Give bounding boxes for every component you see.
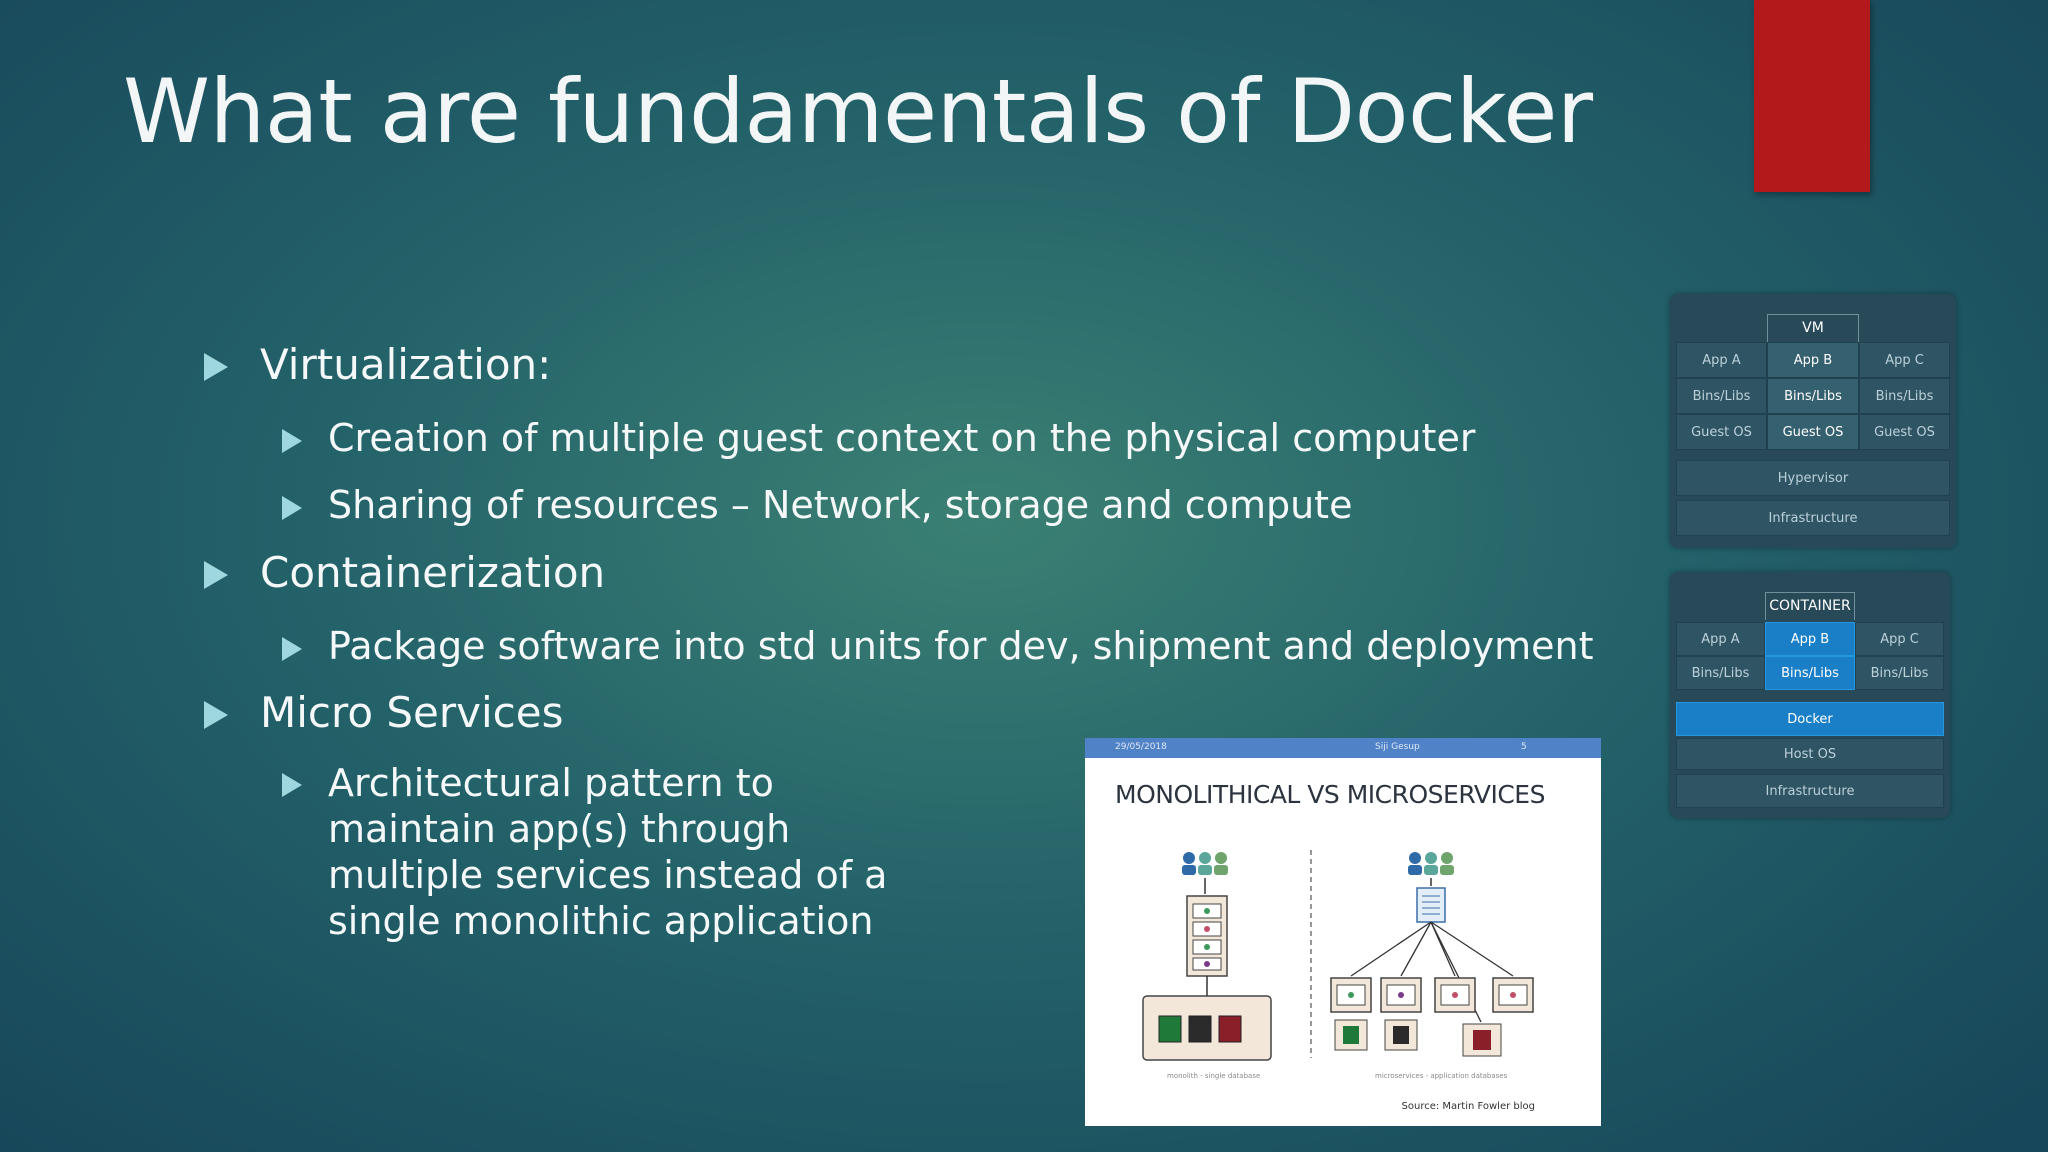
panel-header-bar: 29/05/2018 Siji Gesup 5 bbox=[1085, 738, 1601, 758]
bullet-arrow-icon bbox=[282, 637, 302, 661]
container-bins-c: Bins/Libs bbox=[1855, 656, 1944, 690]
sub-bullet-architectural-pattern: Architectural pattern to maintain app(s)… bbox=[282, 760, 928, 944]
vm-guest-os-c: Guest OS bbox=[1859, 414, 1950, 450]
bullet-arrow-icon bbox=[282, 496, 302, 520]
vm-diagram: VM App A App B App C Bins/Libs Bins/Libs… bbox=[1670, 294, 1956, 548]
bullet-text: Package software into std units for dev,… bbox=[328, 624, 1594, 668]
bullet-arrow-icon bbox=[204, 561, 228, 589]
bullet-text: Architectural pattern to maintain app(s)… bbox=[328, 761, 888, 943]
container-diagram: CONTAINER App A App B App C Bins/Libs Bi… bbox=[1670, 572, 1950, 818]
api-gateway-icon bbox=[1416, 887, 1446, 923]
bullet-arrow-icon bbox=[282, 429, 302, 453]
container-bins-a: Bins/Libs bbox=[1676, 656, 1765, 690]
bullet-text: Virtualization: bbox=[260, 340, 552, 389]
bullet-arrow-icon bbox=[204, 701, 228, 729]
bullet-text: Containerization bbox=[260, 548, 606, 597]
microservice-boxes bbox=[1330, 977, 1534, 1013]
monolith-users-icon bbox=[1182, 852, 1228, 875]
service-connections bbox=[1350, 921, 1514, 1023]
vm-header-frame bbox=[1767, 314, 1859, 342]
container-app-a: App A bbox=[1676, 622, 1765, 656]
microservices-users-icon bbox=[1408, 852, 1454, 875]
vm-hypervisor: Hypervisor bbox=[1676, 460, 1950, 496]
bullet-micro-services: Micro Services bbox=[204, 688, 564, 737]
vm-bins-a: Bins/Libs bbox=[1676, 378, 1767, 414]
architecture-illustration bbox=[1142, 850, 1534, 1061]
panel-date: 29/05/2018 bbox=[1115, 742, 1167, 752]
monolith-database-icon bbox=[1142, 995, 1272, 1061]
microservice-databases bbox=[1334, 1019, 1502, 1057]
monolith-app-icon bbox=[1186, 895, 1228, 977]
container-app-c: App C bbox=[1855, 622, 1944, 656]
container-header: CONTAINER bbox=[1769, 598, 1851, 614]
bullet-text: Micro Services bbox=[260, 688, 564, 737]
bullet-arrow-icon bbox=[204, 353, 228, 381]
container-bins-b: Bins/Libs bbox=[1765, 656, 1855, 690]
panel-caption-microservices: microservices - application databases bbox=[1375, 1072, 1508, 1080]
vm-guest-os-b: Guest OS bbox=[1767, 414, 1859, 450]
bullet-arrow-icon bbox=[282, 773, 302, 797]
container-app-b: App B bbox=[1765, 622, 1855, 656]
vm-app-b: App B bbox=[1767, 342, 1859, 378]
bullet-text: Sharing of resources – Network, storage … bbox=[328, 483, 1353, 527]
panel-page-number: 5 bbox=[1521, 742, 1527, 752]
slide-title: What are fundamentals of Docker bbox=[123, 60, 1593, 163]
panel-author: Siji Gesup bbox=[1375, 742, 1420, 752]
panel-source: Source: Martin Fowler blog bbox=[1401, 1101, 1535, 1112]
vm-app-a: App A bbox=[1676, 342, 1767, 378]
container-docker-engine: Docker bbox=[1676, 702, 1944, 736]
monolith-vs-microservices-image: 29/05/2018 Siji Gesup 5 MONOLITHICAL VS … bbox=[1085, 738, 1601, 1126]
accent-bar bbox=[1754, 0, 1870, 192]
bullet-containerization: Containerization bbox=[204, 548, 605, 597]
vm-bins-c: Bins/Libs bbox=[1859, 378, 1950, 414]
vm-bins-b: Bins/Libs bbox=[1767, 378, 1859, 414]
bullet-virtualization: Virtualization: bbox=[204, 340, 551, 389]
container-host-os: Host OS bbox=[1676, 738, 1944, 770]
bullet-text: Creation of multiple guest context on th… bbox=[328, 416, 1476, 460]
sub-bullet-sharing-resources: Sharing of resources – Network, storage … bbox=[282, 483, 1352, 527]
vm-infrastructure: Infrastructure bbox=[1676, 500, 1950, 536]
sub-bullet-guest-context: Creation of multiple guest context on th… bbox=[282, 416, 1475, 460]
vm-header: VM bbox=[1802, 320, 1824, 336]
vm-guest-os-a: Guest OS bbox=[1676, 414, 1767, 450]
sub-bullet-package-software: Package software into std units for dev,… bbox=[282, 624, 1594, 668]
panel-title: MONOLITHICAL VS MICROSERVICES bbox=[1115, 780, 1545, 809]
container-infrastructure: Infrastructure bbox=[1676, 774, 1944, 808]
panel-caption-monolith: monolith - single database bbox=[1167, 1072, 1261, 1080]
container-header-frame bbox=[1765, 592, 1855, 620]
vm-app-c: App C bbox=[1859, 342, 1950, 378]
